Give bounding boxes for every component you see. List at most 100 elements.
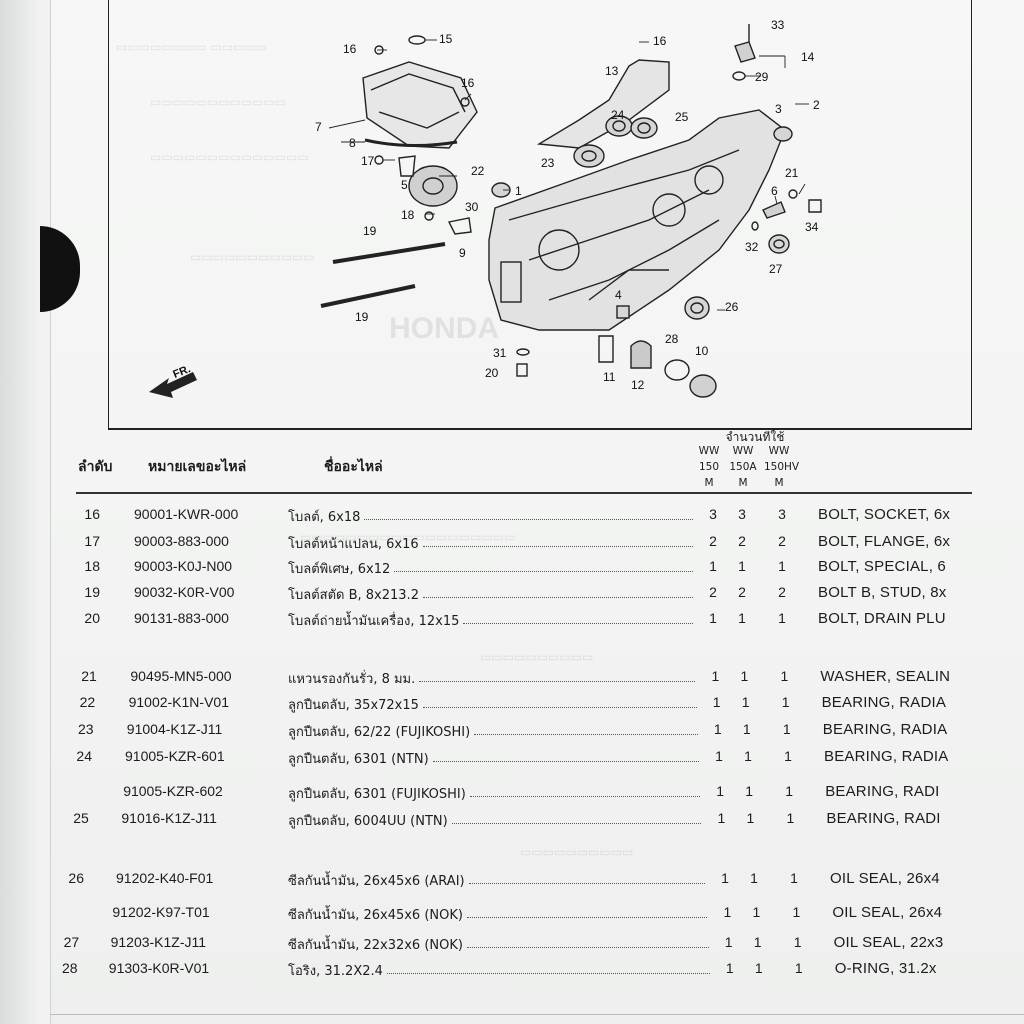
bleed-through-text: ▭▭▭▭▭▭▭▭▭▭ — [520, 845, 634, 859]
leader-dots — [387, 962, 710, 974]
qty-model-2: 1 — [754, 960, 763, 976]
callout-21: 21 — [785, 166, 799, 180]
english-part-name: BEARING, RADIA — [821, 694, 947, 711]
english-part-name: BEARING, RADI — [826, 810, 941, 827]
english-part-name: BOLT, FLANGE, 6x — [818, 533, 951, 550]
qty-model-2: 1 — [742, 721, 751, 737]
thai-part-name: ลูกปืนตลับ, 6004UU (NTN) — [288, 814, 448, 829]
row-number: 21 — [81, 668, 97, 684]
thai-part-name: ลูกปืนตลับ, 62/22 (FUJIKOSHI) — [288, 725, 471, 740]
honda-watermark: HONDA — [389, 312, 499, 345]
part-number: 90131-883-000 — [134, 610, 229, 626]
callout-16: 16 — [343, 42, 357, 56]
qty-model-3: 2 — [778, 584, 786, 600]
column-header-part-name: ชื่ออะไหล่ — [324, 459, 383, 475]
qty-model-1: 1 — [723, 904, 732, 920]
leader-dots — [433, 750, 699, 762]
qty-model-3: 1 — [784, 748, 792, 764]
callout-8: 8 — [349, 136, 356, 150]
thai-part-name: ซีลกันน้ำมัน, 22x32x6 (NOK) — [288, 938, 463, 953]
leader-dots — [423, 535, 693, 547]
qty-model-3: 1 — [790, 870, 798, 886]
part-number: 91202-K40-F01 — [116, 870, 214, 886]
leader-dots — [419, 670, 695, 682]
callout-16: 16 — [461, 76, 475, 90]
model-2-line2: 150A — [729, 461, 757, 473]
callout-7: 7 — [315, 120, 322, 134]
model-1-line1: WW — [698, 445, 720, 457]
thai-part-name: ลูกปืนตลับ, 35x72x15 — [288, 698, 419, 713]
qty-model-1: 2 — [709, 584, 717, 600]
callout-6: 6 — [771, 184, 778, 198]
callout-30: 30 — [465, 200, 479, 214]
model-3-line1: WW — [768, 445, 790, 457]
qty-model-1: 2 — [709, 533, 717, 549]
model-1-line3: M — [704, 477, 714, 489]
english-part-name: BEARING, RADI — [825, 783, 940, 800]
qty-model-2: 2 — [738, 584, 746, 600]
callout-25: 25 — [675, 110, 689, 124]
row-number: 25 — [73, 810, 89, 826]
english-part-name: BOLT, SOCKET, 6x — [818, 506, 951, 523]
bleed-through-text: ▭▭▭▭▭▭▭▭▭▭▭▭ — [150, 95, 287, 109]
english-part-name: BOLT B, STUD, 8x — [818, 584, 947, 601]
part-number: 91303-K0R-V01 — [108, 960, 210, 976]
part-number: 90495-MN5-000 — [130, 668, 232, 684]
callout-17: 17 — [361, 154, 375, 168]
callout-22: 22 — [471, 164, 485, 178]
bleed-through-text: ▭▭▭▭▭▭▭▭▭▭▭▭▭▭ — [150, 150, 309, 164]
column-header-no: ลำดับ — [78, 459, 113, 475]
callout-34: 34 — [805, 220, 819, 234]
thai-part-name: โบลต์หน้าแปลน, 6x16 — [288, 537, 419, 552]
leader-dots — [423, 586, 693, 598]
front-direction-arrow — [149, 372, 197, 398]
row-number: 22 — [79, 694, 96, 710]
qty-model-1: 1 — [716, 783, 725, 799]
thai-part-name: โอริง, 31.2X2.4 — [288, 964, 383, 979]
qty-model-2: 3 — [738, 506, 746, 522]
leader-dots — [467, 906, 707, 918]
qty-model-3: 1 — [786, 810, 795, 826]
callout-5: 5 — [401, 178, 408, 192]
leader-dots — [470, 785, 700, 797]
part-number: 91005-KZR-601 — [125, 748, 225, 764]
callout-33: 33 — [771, 18, 785, 32]
qty-model-1: 1 — [711, 668, 720, 684]
qty-model-2: 1 — [744, 748, 752, 764]
qty-model-2: 1 — [753, 934, 762, 950]
part-number: 91002-K1N-V01 — [128, 694, 229, 710]
row-number: 27 — [63, 934, 80, 950]
thai-part-name: ซีลกันน้ำมัน, 26x45x6 (ARAI) — [288, 874, 465, 889]
callout-19: 19 — [355, 310, 369, 324]
bleed-through-text: ▭▭▭▭▭▭▭▭▭▭▭▭▭▭▭▭▭▭▭ — [300, 530, 516, 544]
qty-model-3: 2 — [778, 533, 786, 549]
qty-model-3: 1 — [794, 960, 803, 976]
leader-dots — [463, 612, 693, 624]
header-divider — [76, 492, 972, 494]
qty-model-1: 1 — [721, 870, 729, 886]
bleed-through-text: ▭▭▭▭▭▭▭▭▭▭▭ — [190, 250, 315, 264]
leader-dots — [452, 812, 701, 824]
callout-23: 23 — [541, 156, 555, 170]
callout-16: 16 — [653, 34, 667, 48]
quantity-used-header: จำนวนที่ใช้ — [725, 430, 785, 444]
row-number: 18 — [84, 558, 100, 574]
callout-31: 31 — [493, 346, 507, 360]
thai-part-name: ลูกปืนตลับ, 6301 (NTN) — [288, 752, 429, 767]
exploded-parts-diagram: HONDA 16 15 16 16 13 33 14 29 2 3 7 8 17… — [108, 0, 972, 430]
english-part-name: WASHER, SEALIN — [820, 668, 951, 685]
row-number: 26 — [68, 870, 84, 886]
qty-model-3: 1 — [780, 668, 789, 684]
callout-20: 20 — [485, 366, 499, 380]
leader-dots — [423, 696, 697, 708]
thai-part-name: ลูกปืนตลับ, 6301 (FUJIKOSHI) — [288, 787, 466, 802]
part-number: 90032-K0R-V00 — [134, 584, 235, 600]
callout-18: 18 — [401, 208, 415, 222]
qty-model-2: 1 — [738, 610, 746, 626]
